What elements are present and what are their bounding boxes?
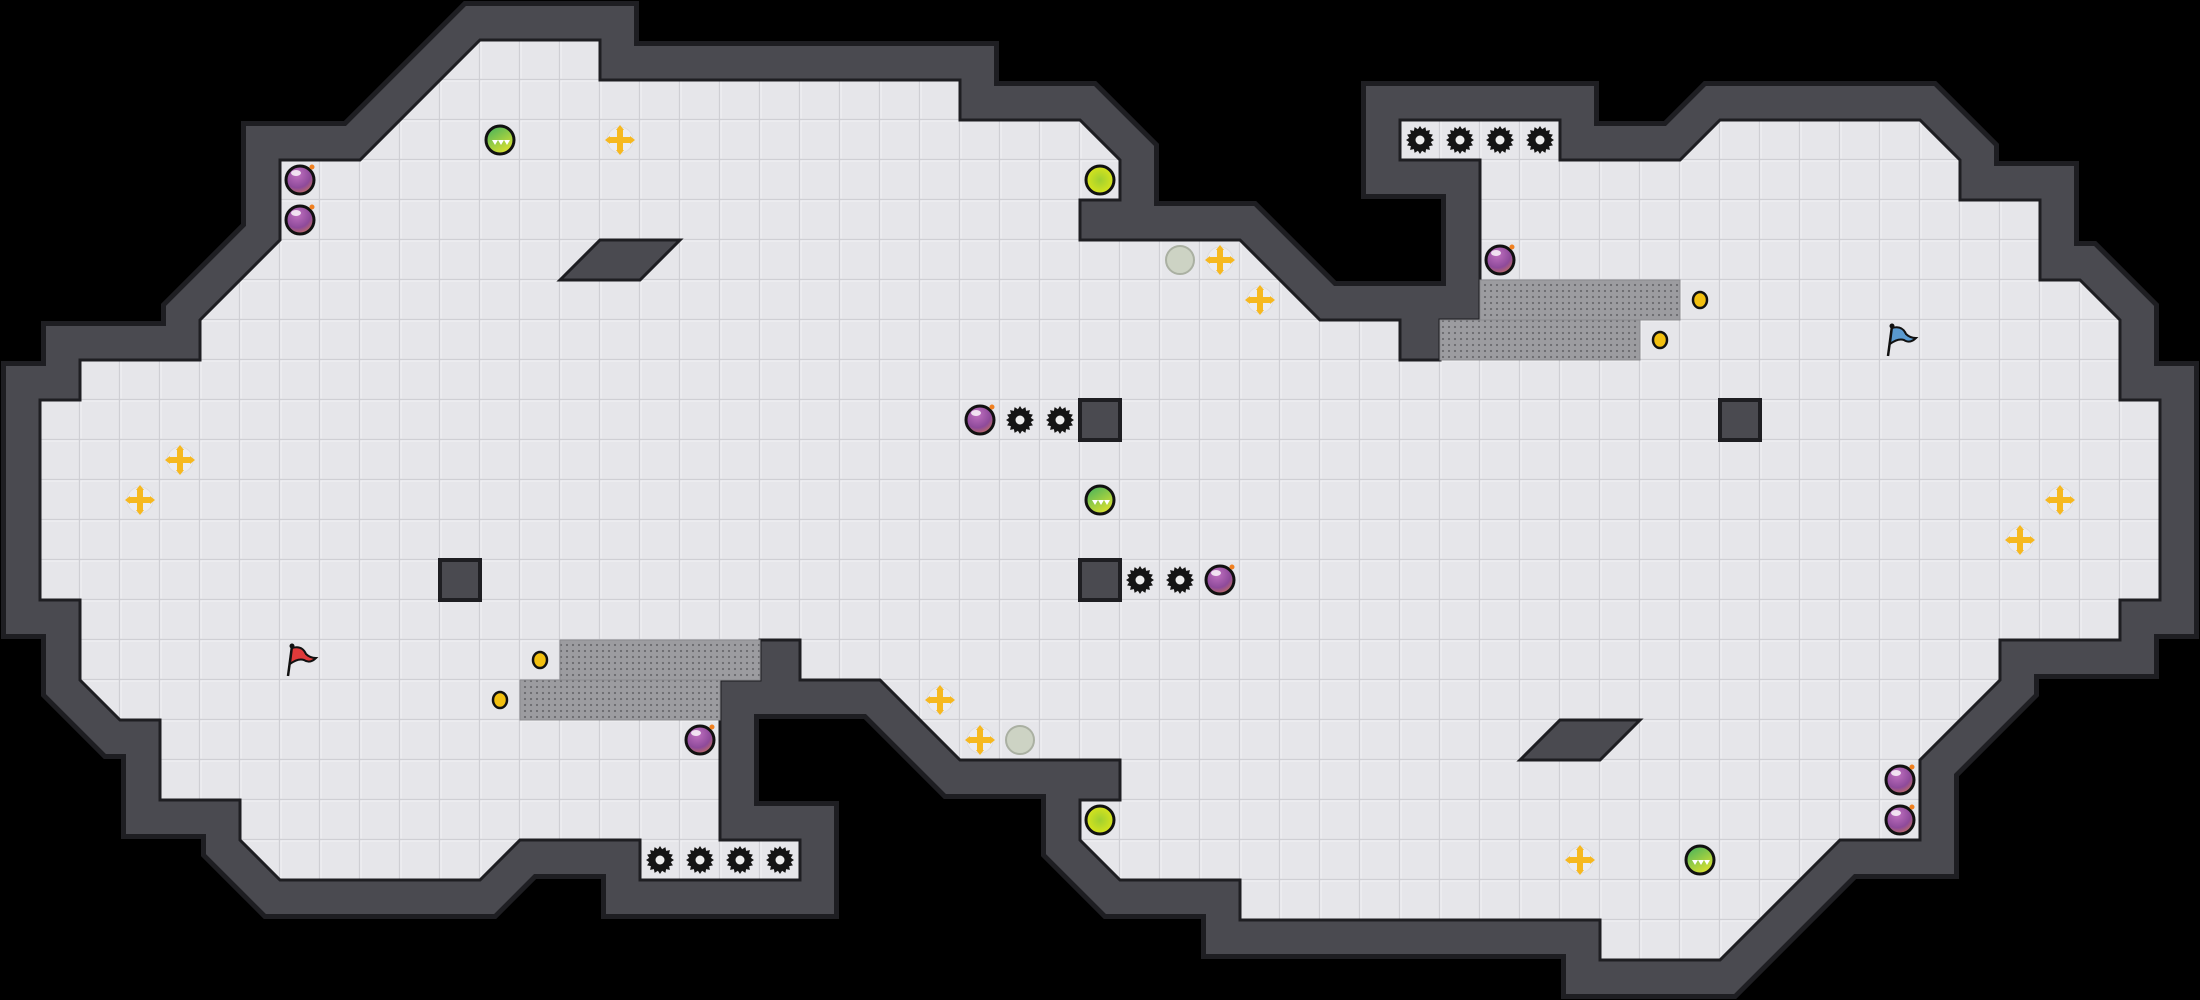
coin-icon (1691, 290, 1709, 310)
green-ball-icon (1684, 844, 1716, 876)
cross-arrows-icon (965, 725, 995, 755)
mesh-grate (519, 679, 721, 721)
coin-icon (491, 690, 509, 710)
coin-icon (1651, 330, 1669, 350)
spike-icon (726, 846, 754, 874)
wall-block (1078, 558, 1122, 602)
mesh-grate (1439, 319, 1641, 361)
cross-arrows-icon (925, 685, 955, 715)
wall-block (1718, 398, 1762, 442)
pale-ball-icon (1165, 245, 1195, 275)
bomb-icon (1484, 244, 1516, 276)
cross-arrows-icon (125, 485, 155, 515)
spike-icon (1526, 126, 1554, 154)
cross-arrows-icon (1565, 845, 1595, 875)
blue-flag-icon (1886, 323, 1919, 357)
spike-icon (1006, 406, 1034, 434)
bomb-icon (284, 164, 316, 196)
bomb-icon (284, 204, 316, 236)
green-ball-icon (1084, 484, 1116, 516)
mesh-grate (559, 639, 761, 681)
lime-ball-icon (1084, 164, 1116, 196)
ramp-block (556, 238, 684, 282)
cross-arrows-icon (1205, 245, 1235, 275)
cross-arrows-icon (2045, 485, 2075, 515)
mesh-grate (1479, 279, 1681, 321)
cross-arrows-icon (165, 445, 195, 475)
cross-arrows-icon (2005, 525, 2035, 555)
spike-icon (766, 846, 794, 874)
spike-icon (1166, 566, 1194, 594)
wall-block (438, 558, 482, 602)
coin-icon (531, 650, 549, 670)
spike-icon (1446, 126, 1474, 154)
spike-icon (1046, 406, 1074, 434)
spike-icon (1406, 126, 1434, 154)
red-flag-icon (286, 643, 319, 677)
entities (125, 124, 2075, 876)
spike-icon (1486, 126, 1514, 154)
spike-icon (646, 846, 674, 874)
bomb-icon (684, 724, 716, 756)
pale-ball-icon (1005, 725, 1035, 755)
bomb-icon (1884, 764, 1916, 796)
cross-arrows-icon (1245, 285, 1275, 315)
ramp-block (1516, 718, 1644, 762)
lime-ball-icon (1084, 804, 1116, 836)
green-ball-icon (484, 124, 516, 156)
bomb-icon (1204, 564, 1236, 596)
bomb-icon (1884, 804, 1916, 836)
wall-block (1078, 398, 1122, 442)
cross-arrows-icon (605, 125, 635, 155)
spike-icon (686, 846, 714, 874)
spike-icon (1126, 566, 1154, 594)
bomb-icon (964, 404, 996, 436)
